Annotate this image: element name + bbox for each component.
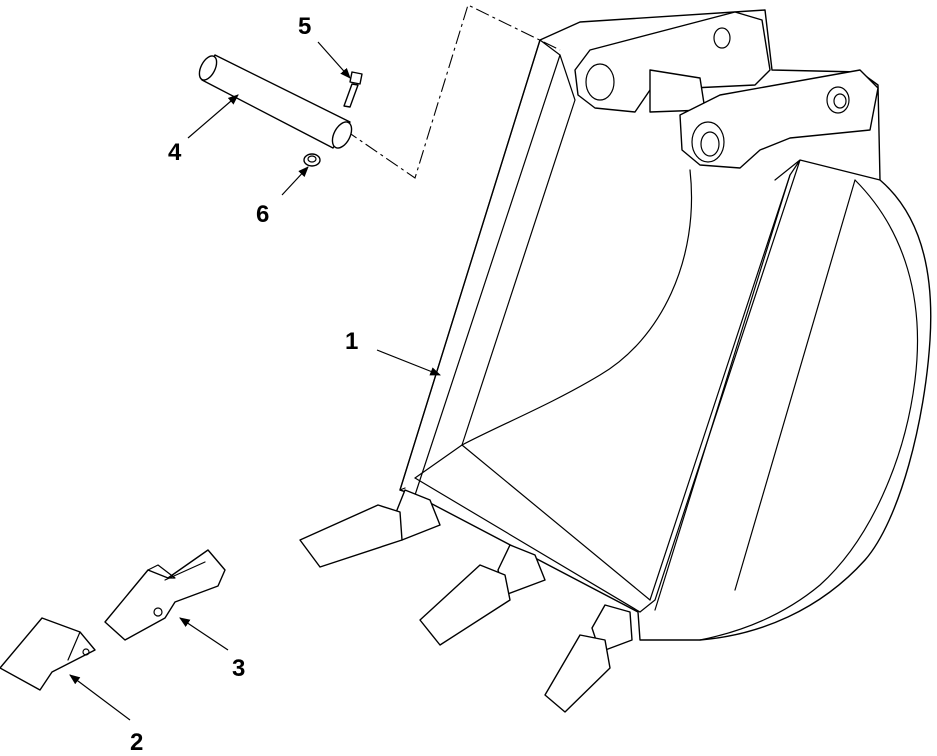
tooth-adapter-drawing bbox=[104, 549, 226, 641]
pin-drawing bbox=[198, 54, 353, 149]
ear-hole-top bbox=[713, 27, 731, 49]
ear-hole-bushing-left-inner bbox=[700, 131, 720, 157]
bucket-tooth-middle bbox=[419, 544, 546, 646]
callout-pin: 4 bbox=[168, 139, 182, 166]
bolt-drawing bbox=[343, 71, 363, 108]
ear-hole-left bbox=[585, 63, 615, 101]
bucket-drawing bbox=[299, 9, 932, 713]
leader-1 bbox=[376, 349, 442, 376]
bucket-back-curve bbox=[461, 169, 693, 446]
callout-bolt: 5 bbox=[298, 13, 311, 40]
leader-4 bbox=[187, 94, 239, 139]
callout-tooth-adapter: 3 bbox=[232, 655, 245, 682]
bucket-outer-curve bbox=[699, 179, 919, 641]
ear-hole-bushing-right-inner bbox=[833, 93, 847, 109]
callout-bucket: 1 bbox=[345, 328, 358, 355]
bucket-inner-edge bbox=[414, 54, 576, 479]
leader-3 bbox=[179, 617, 229, 651]
leader-5 bbox=[317, 41, 351, 79]
bucket-floor bbox=[399, 444, 651, 613]
bucket-right-wall-inner bbox=[654, 174, 856, 611]
bucket-tooth-right bbox=[544, 604, 633, 713]
nut-drawing bbox=[303, 153, 321, 167]
leader-2 bbox=[69, 674, 131, 721]
mounting-ear-left bbox=[574, 11, 771, 113]
ear-hole-bushing-right bbox=[826, 86, 850, 114]
tooth-tip-drawing bbox=[0, 617, 96, 691]
callout-tooth-tip: 2 bbox=[130, 729, 143, 756]
leader-6 bbox=[281, 166, 309, 196]
callout-nut: 6 bbox=[256, 201, 269, 228]
bucket-tooth-left bbox=[299, 489, 441, 568]
ear-hole-bushing-left bbox=[691, 121, 725, 163]
assembly-line bbox=[344, 4, 561, 179]
